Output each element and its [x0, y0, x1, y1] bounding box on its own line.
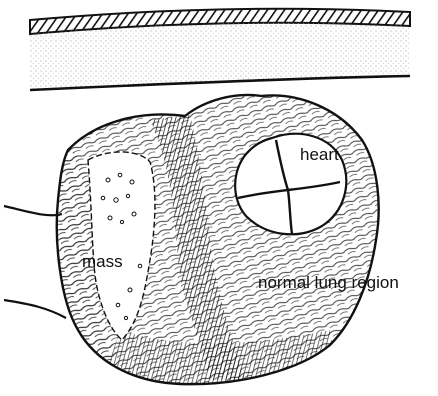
- chest-wall: [30, 9, 410, 90]
- heart-label: heart: [300, 145, 339, 164]
- mass-label: mass: [82, 252, 123, 271]
- lung-field: [4, 90, 390, 390]
- normal-lung-region-label: normal lung region: [258, 273, 399, 292]
